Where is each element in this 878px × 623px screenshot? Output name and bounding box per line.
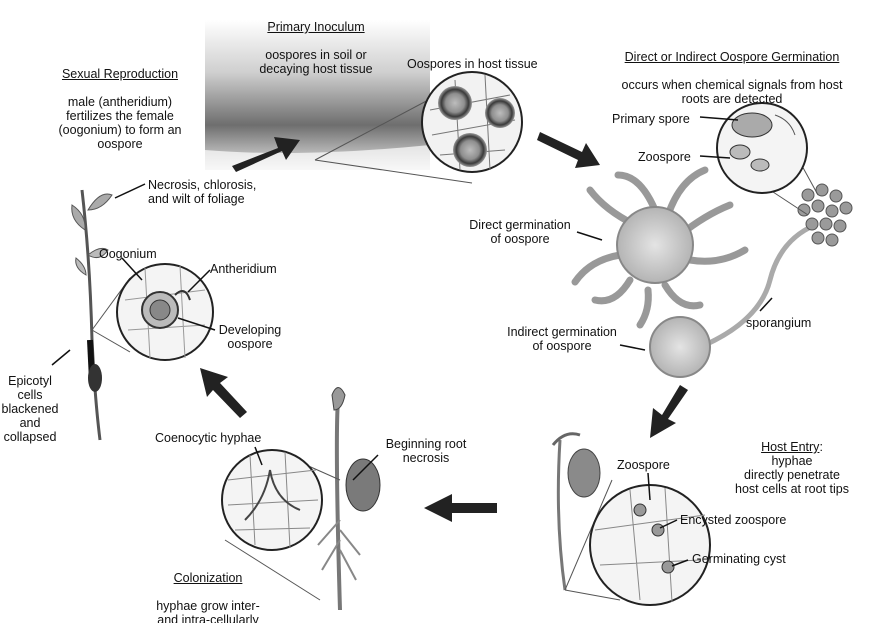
host-entry-text: hyphae directly penetrate host cells at …: [735, 454, 849, 496]
label-indirect-germination: Indirect germination of oospore: [500, 325, 624, 353]
colonization-text: hyphae grow inter- and intra-cellularly: [156, 599, 260, 623]
label-oogonium: Oogonium: [99, 247, 157, 261]
label-direct-germination: Direct germination of oospore: [460, 218, 580, 246]
label-antheridium: Antheridium: [210, 262, 277, 276]
primary-inoculum-block: Primary Inoculum oospores in soil or dec…: [226, 6, 406, 76]
germination-text: occurs when chemical signals from host r…: [622, 78, 843, 106]
indirect-oospore: [650, 317, 710, 377]
zoospore-cluster: [798, 184, 852, 246]
label-developing-oospore: Developing oospore: [210, 323, 290, 351]
colonization-heading: Colonization: [118, 571, 298, 585]
label-sporangium: sporangium: [746, 316, 811, 330]
label-epicotyl: Epicotyl cells blackened and collapsed: [0, 374, 60, 444]
host-entry-heading: Host Entry: [761, 440, 819, 454]
label-necrosis-chlorosis-wilt: Necrosis, chlorosis, and wilt of foliage: [148, 178, 256, 206]
primary-spore-lens: [717, 103, 807, 193]
label-zoospore-top: Zoospore: [638, 150, 691, 164]
label-beginning-root-necrosis: Beginning root necrosis: [376, 437, 476, 465]
label-coenocytic-hyphae: Coenocytic hyphae: [155, 431, 261, 445]
label-encysted-zoospore: Encysted zoospore: [680, 513, 786, 527]
primary-inoculum-text: oospores in soil or decaying host tissue: [259, 48, 372, 76]
colonization-block: Colonization hyphae grow inter- and intr…: [118, 557, 298, 623]
label-primary-spore: Primary spore: [612, 112, 690, 126]
sexual-reproduction-heading: Sexual Reproduction: [35, 67, 205, 81]
germination-heading: Direct or Indirect Oospore Germination: [588, 50, 876, 64]
oogonium-lens: [117, 264, 213, 360]
sexual-reproduction-block: Sexual Reproduction male (antheridium) f…: [35, 53, 205, 151]
sexual-reproduction-text: male (antheridium) fertilizes the female…: [59, 95, 182, 151]
label-zoospore-bottom: Zoospore: [617, 458, 670, 472]
germination-block: Direct or Indirect Oospore Germination o…: [588, 36, 876, 106]
label-germinating-cyst: Germinating cyst: [692, 552, 786, 566]
host-entry-block: Host Entry: hyphae directly penetrate ho…: [712, 426, 872, 496]
direct-oospore-body: [617, 207, 693, 283]
oospores-lens: [422, 72, 522, 172]
colonization-seedling: [318, 388, 380, 611]
primary-inoculum-heading: Primary Inoculum: [226, 20, 406, 34]
label-oospores-in-host-tissue: Oospores in host tissue: [407, 57, 538, 71]
